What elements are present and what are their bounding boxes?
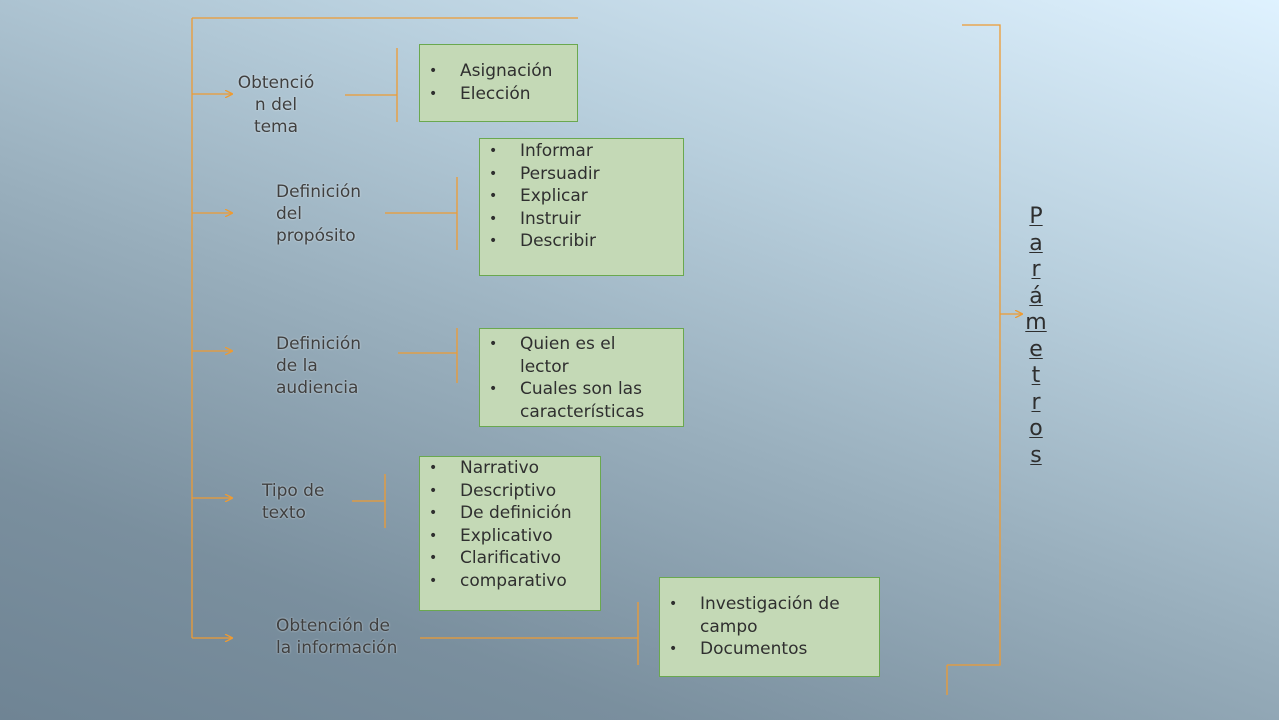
title-letter: á bbox=[1029, 283, 1043, 309]
box-obtencion-informacion: Investigación de campo Documentos bbox=[659, 577, 880, 677]
list-item: Documentos bbox=[660, 638, 879, 661]
list-item: Descriptivo bbox=[420, 480, 600, 503]
list-item: De definición bbox=[420, 502, 600, 525]
list-item: Quien es el lector bbox=[480, 333, 683, 378]
title-letter: r bbox=[1031, 389, 1041, 415]
title-letter: e bbox=[1029, 336, 1043, 362]
list-item: Explicar bbox=[480, 185, 683, 208]
list-item: Persuadir bbox=[480, 163, 683, 186]
list-item: Informar bbox=[480, 140, 683, 163]
right-bracket bbox=[947, 24, 1001, 666]
list-item: Describir bbox=[480, 230, 683, 253]
list-item: Clarificativo bbox=[420, 547, 600, 570]
title-letter: m bbox=[1025, 310, 1047, 335]
box-obtencion-tema: Asignación Elección bbox=[419, 44, 578, 122]
list-item: Investigación de campo bbox=[660, 593, 879, 638]
label-definicion-proposito: Definición del propósito bbox=[276, 182, 361, 246]
list-item: Narrativo bbox=[420, 457, 600, 480]
label-definicion-audiencia: Definición de la audiencia bbox=[276, 334, 361, 398]
title-letter: o bbox=[1029, 416, 1043, 441]
label-obtencion-tema: Obtenció n del tema bbox=[237, 73, 315, 137]
title-letter: P bbox=[1029, 204, 1043, 229]
title-letter: a bbox=[1029, 230, 1043, 256]
list-item: Instruir bbox=[480, 208, 683, 231]
box-tipo-texto: Narrativo Descriptivo De definición Expl… bbox=[419, 456, 601, 611]
vertical-title-parametros: P a r á m e t r o s bbox=[1024, 204, 1048, 469]
label-tipo-texto: Tipo de texto bbox=[262, 481, 325, 523]
list-item: comparativo bbox=[420, 570, 600, 593]
title-letter: t bbox=[1031, 363, 1041, 388]
title-letter: s bbox=[1030, 442, 1042, 468]
list-item: Elección bbox=[420, 83, 577, 106]
title-letter: r bbox=[1031, 257, 1041, 282]
list-item: Cuales son las características bbox=[480, 378, 683, 423]
label-obtencion-informacion: Obtención de la información bbox=[276, 616, 398, 658]
box-definicion-proposito: Informar Persuadir Explicar Instruir Des… bbox=[479, 138, 684, 276]
list-item: Asignación bbox=[420, 60, 577, 83]
list-item: Explicativo bbox=[420, 525, 600, 548]
box-definicion-audiencia: Quien es el lector Cuales son las caract… bbox=[479, 328, 684, 427]
